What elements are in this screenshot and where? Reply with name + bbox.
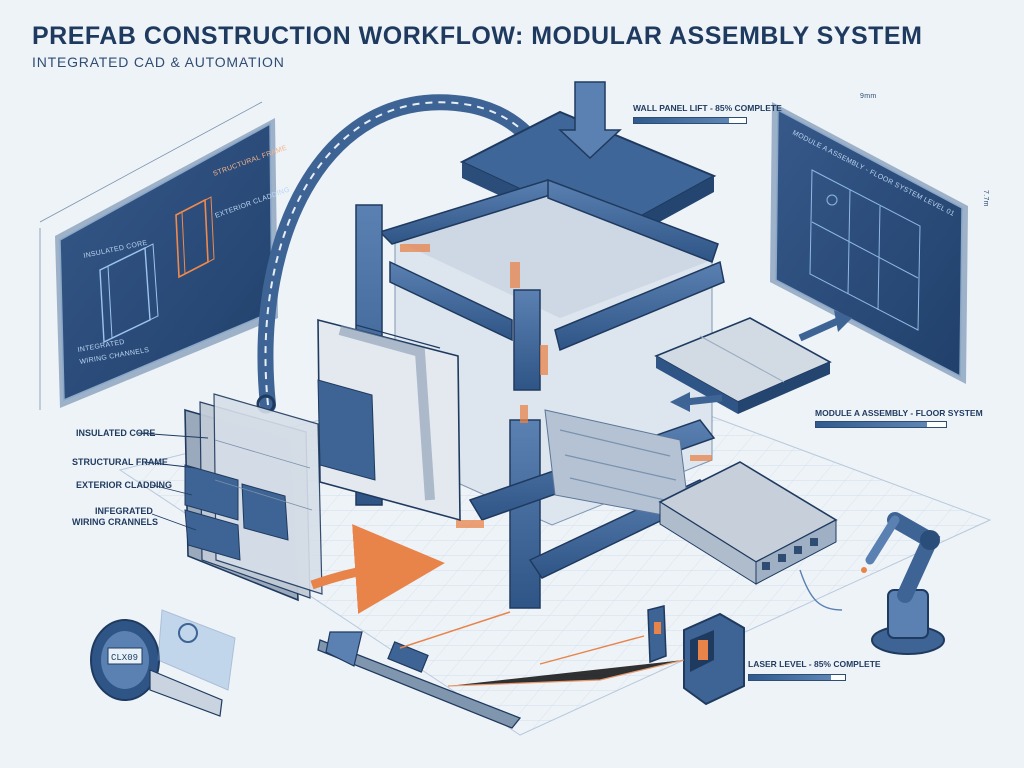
- floor-panel-lower: [658, 461, 843, 611]
- label-exterior-cladding: EXTERIOR CLADDING: [76, 480, 173, 490]
- status-wall-panel-label: WALL PANEL LIFT - 85% COMPLETE: [633, 103, 782, 113]
- status-floor-system-bar: [815, 421, 947, 428]
- cad-dim-side: 7.7m: [982, 190, 989, 207]
- tape-readout: CLX09: [111, 653, 138, 663]
- status-floor-system-label: MODULE A ASSEMBLY - FLOOR SYSTEM: [815, 408, 983, 418]
- label-wiring-line2: WIRING CRANNELS: [72, 517, 158, 527]
- label-structural-frame: STRUCTURAL FRAME: [72, 457, 168, 467]
- floor-panel-upper: [654, 310, 852, 414]
- cad-floor-plan: [809, 169, 921, 331]
- status-laser-level-bar: [748, 674, 846, 681]
- wall-panel-left: [184, 393, 445, 614]
- layer-pointer-lines: [137, 432, 209, 531]
- laser-level: [447, 605, 745, 706]
- column-mid-upper: [513, 289, 541, 391]
- wall-panel-mid: [317, 318, 461, 522]
- page-title: PREFAB CONSTRUCTION WORKFLOW: MODULAR AS…: [32, 22, 923, 50]
- status-wall-panel-bar: [633, 117, 747, 124]
- tape-measure: CLX09: [90, 609, 236, 717]
- orange-connectors: [400, 244, 712, 528]
- status-floor-system-fill: [816, 422, 927, 427]
- caliper: [317, 611, 522, 729]
- cad-dim-top: 9mm: [860, 93, 876, 100]
- robot-arm: [861, 512, 945, 655]
- status-laser-level-fill: [749, 675, 831, 680]
- label-wiring-line1: INFEGRATED: [95, 506, 153, 516]
- page-subtitle: INTEGRATED CAD & AUTOMATION: [32, 54, 285, 70]
- cad-wall-section: [99, 196, 215, 344]
- column-mid-lower: [509, 419, 541, 609]
- status-laser-level-label: LASER LEVEL - 85% COMPLETE: [748, 659, 881, 669]
- down-arrow-icon: [558, 81, 622, 160]
- label-insulated-core: INSULATED CORE: [76, 428, 156, 438]
- left-cad-screen: INSULATED CORE STRUCTURAL FRAME EXTERIOR…: [39, 101, 291, 410]
- arrow-out-icon: [798, 316, 842, 342]
- status-wall-panel-fill: [634, 118, 730, 123]
